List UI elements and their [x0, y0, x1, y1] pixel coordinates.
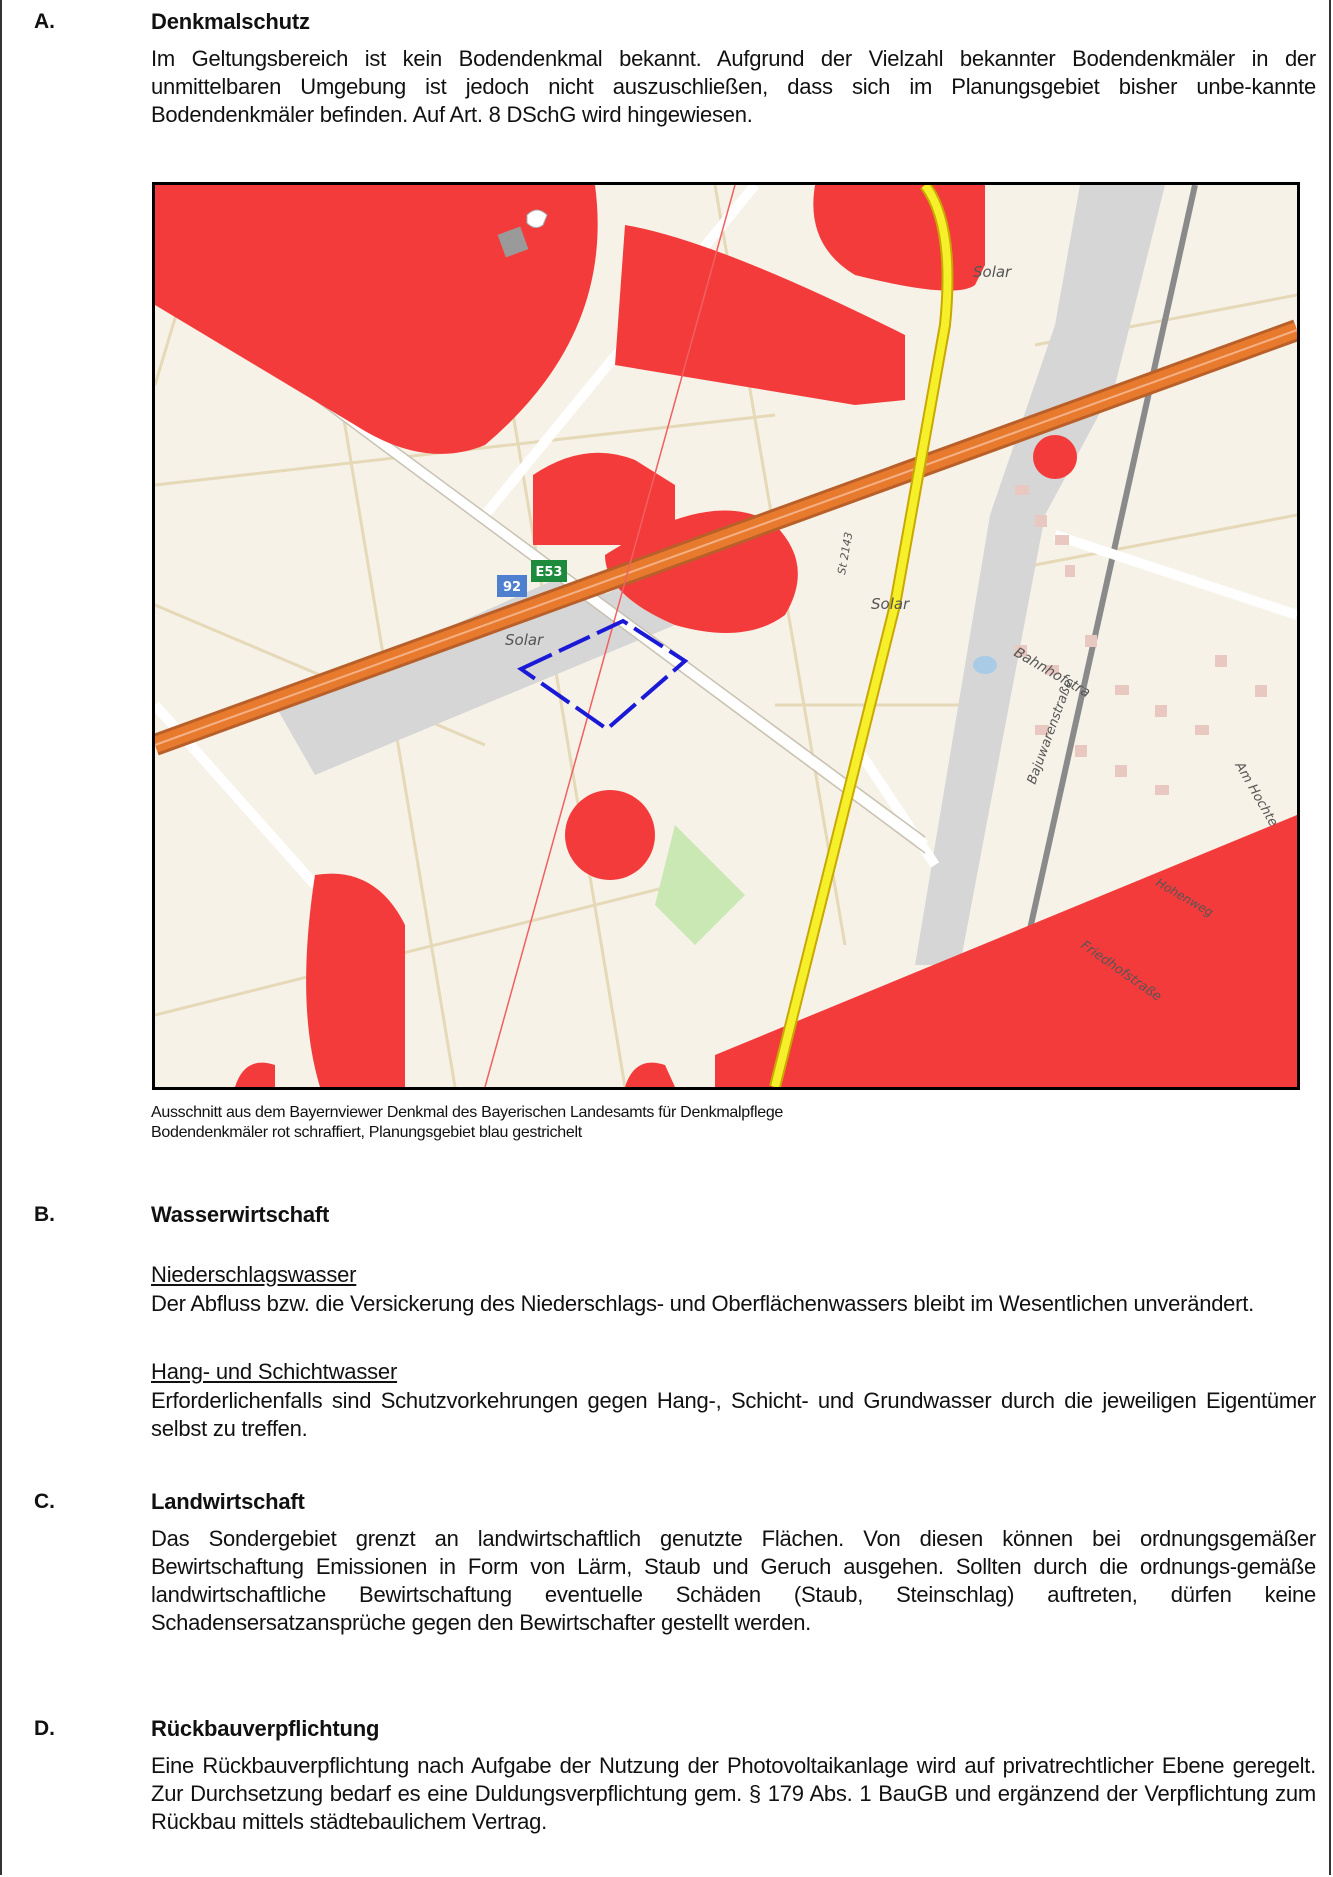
- section-a-letter: A.: [34, 10, 55, 33]
- section-d-title: Rückbauverpflichtung: [151, 1716, 380, 1741]
- section-b-title: Wasserwirtschaft: [151, 1202, 330, 1227]
- map-caption-line2: Bodendenkmäler rot schraffiert, Planungs…: [151, 1124, 582, 1141]
- section-a-text: Im Geltungsbereich ist kein Bodendenkmal…: [151, 46, 1316, 127]
- section-b-text1: Der Abfluss bzw. die Versickerung des Ni…: [151, 1291, 1254, 1316]
- section-c-text: Das Sondergebiet grenzt an landwirtschaf…: [151, 1526, 1316, 1635]
- section-c-letter: C.: [34, 1490, 55, 1513]
- section-d-letter: D.: [34, 1717, 55, 1740]
- svg-text:92: 92: [503, 580, 521, 595]
- label-solar-top: Solar: [973, 263, 1012, 281]
- section-b-letter: B.: [34, 1203, 55, 1226]
- map-caption-line1: Ausschnitt aus dem Bayernviewer Denkmal …: [151, 1104, 784, 1121]
- solar-areas: [275, 185, 1165, 965]
- section-b-sub2: Hang- und Schichtwasser: [151, 1359, 398, 1384]
- shield-92: [497, 575, 527, 597]
- section-b-text2: Erforderlichenfalls sind Schutzvorkehrun…: [151, 1388, 1316, 1441]
- shield-e53: [531, 560, 567, 582]
- section-d-text: Eine Rückbauverpflichtung nach Aufgabe d…: [151, 1753, 1316, 1834]
- section-c-title: Landwirtschaft: [151, 1489, 305, 1514]
- planning-area-outline: [517, 618, 689, 732]
- section-a-title: Denkmalschutz: [151, 9, 310, 34]
- svg-text:E53: E53: [536, 565, 563, 580]
- monument-map: Solar Solar Solar St 2143 Bahnhofstra Ba…: [152, 182, 1300, 1090]
- label-solar-left: Solar: [505, 631, 544, 649]
- label-solar-mid: Solar: [871, 595, 910, 613]
- section-b-sub1: Niederschlagswasser: [151, 1262, 357, 1287]
